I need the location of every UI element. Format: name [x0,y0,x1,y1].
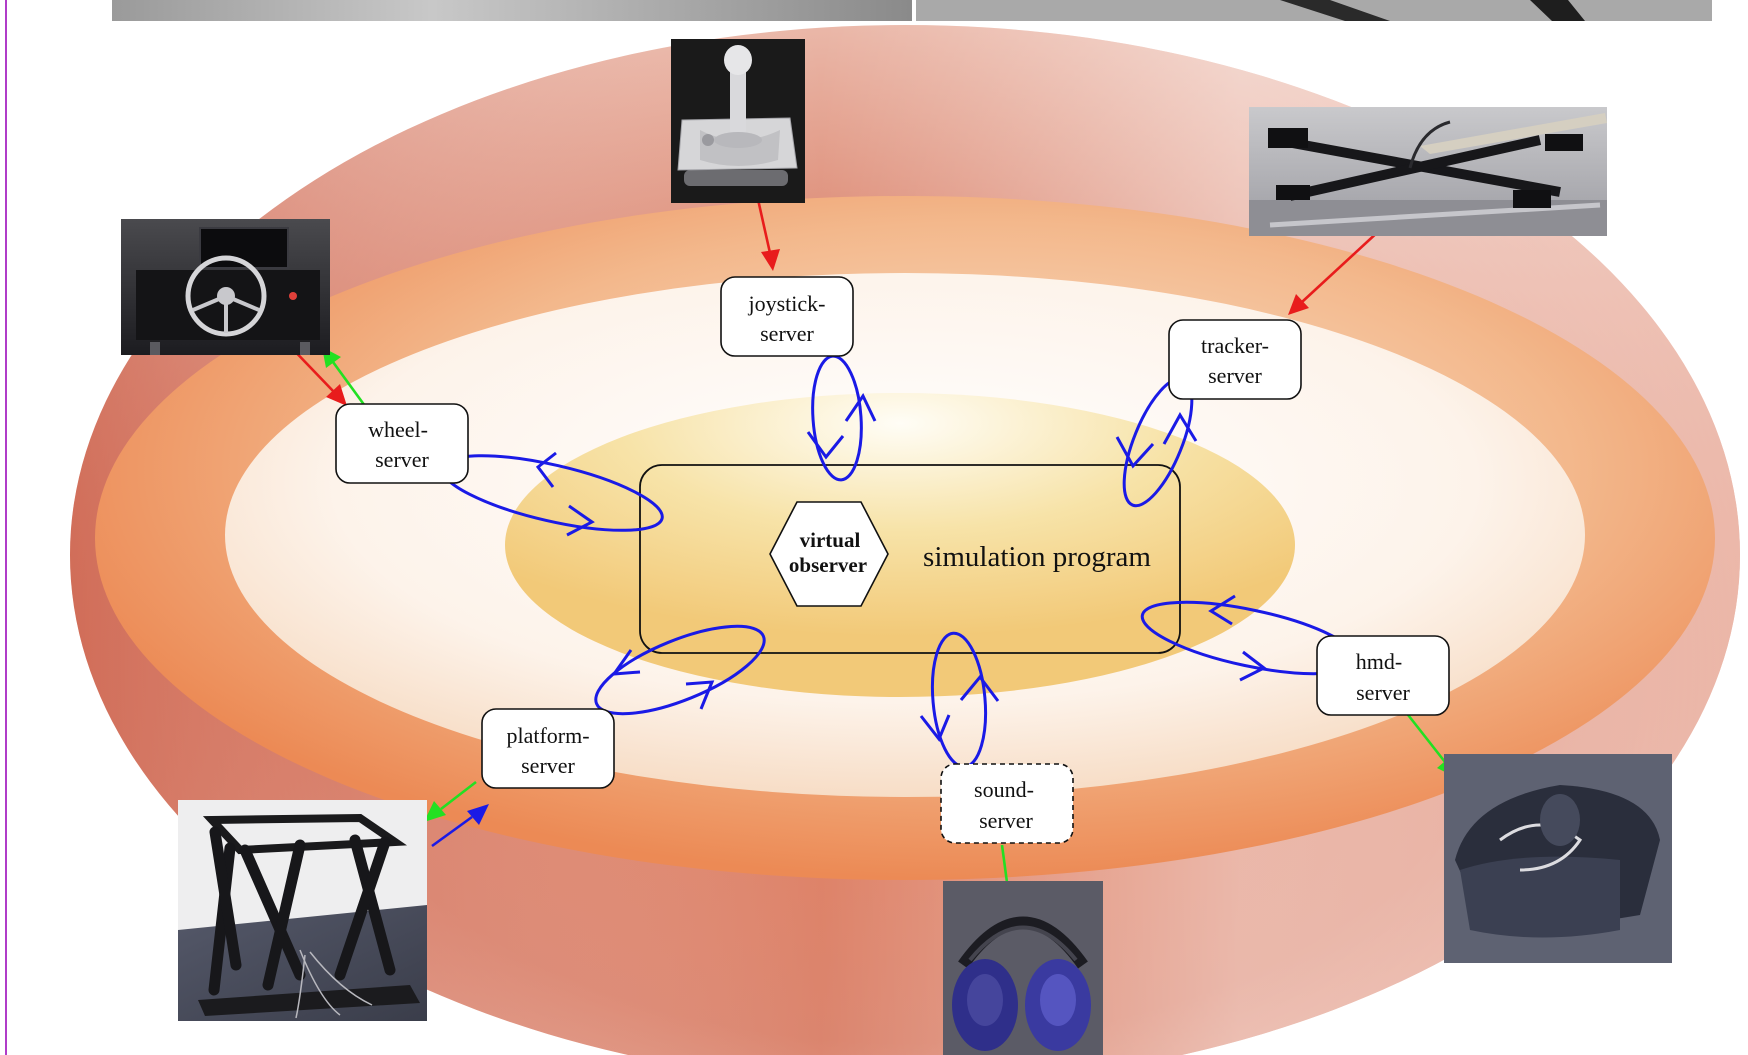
server-joystick: joystick- server [720,276,854,357]
platform-output-arrow [424,780,477,822]
server-platform: platform- server [481,708,615,789]
simulation-program-label: simulation program [923,541,1151,573]
platform-feedback-arrow [431,804,489,848]
tracker-server-line1: tracker- [1201,333,1269,358]
input-arrows [285,185,1381,406]
hexapod-platform-photo [178,800,427,1021]
server-sound: sound- server [940,763,1074,844]
joystick-photo [671,39,805,203]
joystick-server-line1: joystick- [748,291,826,316]
ceiling-tracker-photo [1249,107,1607,236]
platform-server-line2: server [521,753,575,778]
headphones-photo [943,881,1103,1055]
server-wheel: wheel- server [335,403,469,484]
core-ellipse [505,393,1295,697]
virtual-observer-line1: virtual [800,528,861,552]
steering-wheel-photo [121,219,330,355]
server-tracker: tracker- server [1168,319,1302,400]
hmd-server-line1: hmd- [1356,649,1402,674]
joystick-server-line2: server [760,321,814,346]
hmd-server-line2: server [1356,680,1410,705]
sound-server-line2: server [979,808,1033,833]
virtual-observer-line2: observer [789,553,867,577]
top-image-strip [112,0,1712,21]
tracker-input-arrow [1288,229,1381,315]
simulation-program-box: simulation program [639,464,1181,654]
virtual-observer-hexagon: virtual observer [769,501,889,607]
wheel-server-line1: wheel- [368,417,428,442]
sound-server-line1: sound- [974,777,1034,802]
platform-loop [594,624,766,716]
platform-server-line1: platform- [506,723,589,748]
hmd-photo [1444,754,1672,963]
communication-loops [440,354,1360,769]
tracker-server-line2: server [1208,363,1262,388]
wheel-server-line2: server [375,447,429,472]
server-hmd: hmd- server [1316,635,1450,716]
